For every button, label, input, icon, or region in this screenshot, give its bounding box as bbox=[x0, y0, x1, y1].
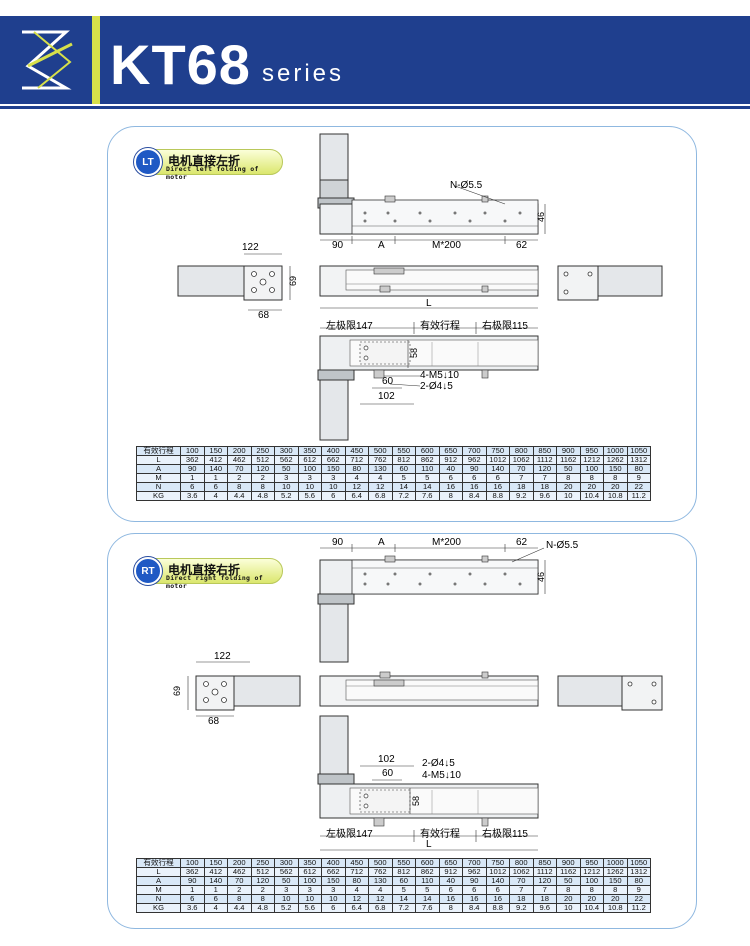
lt-badge-pill: LT 电机直接左折 Direct left folding of motor bbox=[134, 148, 283, 181]
rt-dim-60: 60 bbox=[382, 768, 394, 779]
table-cell: 5.6 bbox=[297, 903, 322, 913]
page-title: KT68 bbox=[110, 33, 251, 96]
rt-dim-102: 102 bbox=[378, 754, 395, 765]
table-cell: 7.6 bbox=[415, 903, 440, 913]
rt-badge-pill: RT 电机直接右折 Direct right folding of motor bbox=[134, 557, 283, 590]
lt-dim-90: 90 bbox=[332, 240, 344, 251]
lt-dim-a: A bbox=[378, 240, 385, 251]
header-accent-bar bbox=[92, 16, 100, 104]
rt-dim-right-limit: 右极限115 bbox=[482, 829, 528, 840]
table-cell: 6.4 bbox=[344, 491, 369, 501]
lt-dim-l: L bbox=[426, 298, 432, 309]
table-cell: 6.8 bbox=[368, 903, 393, 913]
lt-dim-102: 102 bbox=[378, 391, 395, 402]
rt-dim-58: 58 bbox=[411, 795, 422, 807]
lt-badge: LT 电机直接左折 Direct left folding of motor bbox=[134, 148, 283, 181]
table-cell: 11.2 bbox=[626, 491, 651, 501]
table-cell: 3.6 bbox=[180, 903, 205, 913]
rt-dim-62: 62 bbox=[516, 537, 528, 548]
table-cell: 9.2 bbox=[509, 903, 534, 913]
lt-dim-right-limit: 右极限115 bbox=[482, 321, 528, 332]
lt-dim-m: M*200 bbox=[432, 240, 461, 251]
rt-dim-pin: 2-Ø4↓5 bbox=[422, 758, 455, 769]
table-cell: 5.2 bbox=[274, 903, 299, 913]
rt-badge-subtitle: Direct right folding of motor bbox=[166, 574, 263, 590]
rt-badge-title: 电机直接右折 bbox=[168, 563, 241, 577]
rt-dim-a: A bbox=[378, 537, 385, 548]
header-underline bbox=[0, 106, 750, 109]
rt-dim-hole: N-Ø5.5 bbox=[546, 540, 579, 551]
table-cell: 10.4 bbox=[579, 903, 604, 913]
rt-dim-stroke: 有效行程 bbox=[420, 829, 460, 840]
table-cell: 6 bbox=[321, 903, 346, 913]
table-row-label: KG bbox=[136, 491, 181, 501]
lt-dim-stroke: 有效行程 bbox=[420, 321, 460, 332]
table-cell: 4.8 bbox=[250, 903, 275, 913]
lt-dim-m5: 4-M5↓10 bbox=[420, 370, 459, 381]
lt-dim-hole: N-Ø5.5 bbox=[450, 180, 483, 191]
rt-dim-l: L bbox=[426, 839, 432, 850]
table-cell: 8.8 bbox=[485, 903, 510, 913]
table-cell: 10.8 bbox=[603, 903, 628, 913]
table-cell: 5.6 bbox=[297, 491, 322, 501]
lt-dim-122: 122 bbox=[242, 242, 259, 253]
rt-dim-m: M*200 bbox=[432, 537, 461, 548]
table-cell: 8 bbox=[438, 903, 463, 913]
lt-dim-pin: 2-Ø4↓5 bbox=[420, 381, 453, 392]
kt-logo-icon bbox=[22, 30, 73, 90]
table-cell: 8 bbox=[438, 491, 463, 501]
table-cell: 11.2 bbox=[626, 903, 651, 913]
table-cell: 7.6 bbox=[415, 491, 440, 501]
lt-dim-68: 68 bbox=[258, 310, 270, 321]
rt-badge-code: RT bbox=[134, 557, 162, 585]
table-cell: 8.4 bbox=[462, 903, 487, 913]
rt-dim-m5: 4-M5↓10 bbox=[422, 770, 461, 781]
table-cell: 4.4 bbox=[227, 903, 252, 913]
rt-dim-90: 90 bbox=[332, 537, 344, 548]
table-cell: 7.2 bbox=[391, 491, 416, 501]
rt-badge: RT 电机直接右折 Direct right folding of motor bbox=[134, 557, 283, 590]
table-cell: 10 bbox=[556, 903, 581, 913]
table-cell: 9.6 bbox=[532, 903, 557, 913]
table-cell: 6.4 bbox=[344, 903, 369, 913]
rt-dim-left-limit: 左极限147 bbox=[326, 829, 373, 840]
table-cell: 5.2 bbox=[274, 491, 299, 501]
table-cell: 6 bbox=[321, 491, 346, 501]
lt-badge-code: LT bbox=[134, 148, 162, 176]
table-row-label: KG bbox=[136, 903, 181, 913]
lt-badge-subtitle: Direct left folding of motor bbox=[166, 165, 259, 181]
page-subtitle: series bbox=[262, 60, 345, 87]
table-cell: 7.2 bbox=[391, 903, 416, 913]
table-cell: 8.4 bbox=[462, 491, 487, 501]
lt-dim-60: 60 bbox=[382, 376, 394, 387]
rt-dim-122: 122 bbox=[214, 651, 231, 662]
rt-dim-68: 68 bbox=[208, 716, 220, 727]
table-cell: 4.8 bbox=[250, 491, 275, 501]
lt-dim-left-limit: 左极限147 bbox=[326, 321, 373, 332]
table-cell: 8.8 bbox=[485, 491, 510, 501]
table-cell: 4 bbox=[203, 903, 228, 913]
lt-dim-62: 62 bbox=[516, 240, 528, 251]
table-cell: 6.8 bbox=[368, 491, 393, 501]
lt-badge-title: 电机直接左折 bbox=[168, 154, 241, 168]
header-band: KT68 series bbox=[0, 16, 750, 104]
